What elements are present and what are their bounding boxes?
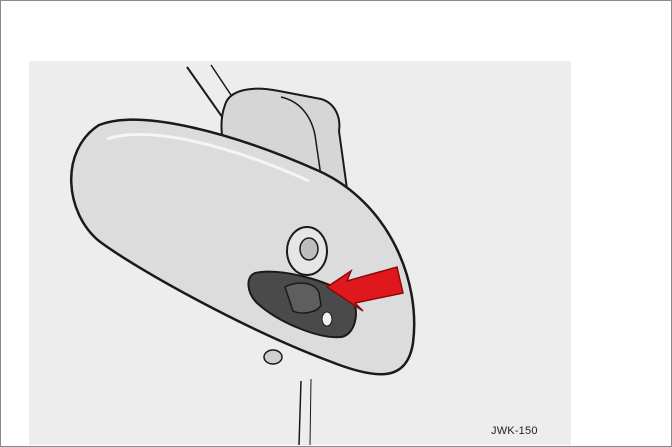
- lower-bracket-line-2: [310, 379, 311, 445]
- slot-hole: [322, 312, 332, 326]
- mirror-housing: [71, 120, 414, 375]
- lower-bracket-line: [299, 381, 301, 445]
- mirror-illustration: JWK-150: [29, 61, 571, 445]
- mirror-drawing: [29, 61, 571, 445]
- housing-bolt: [264, 350, 282, 364]
- figure-code: JWK-150: [491, 425, 538, 437]
- ball-joint-core: [300, 238, 318, 260]
